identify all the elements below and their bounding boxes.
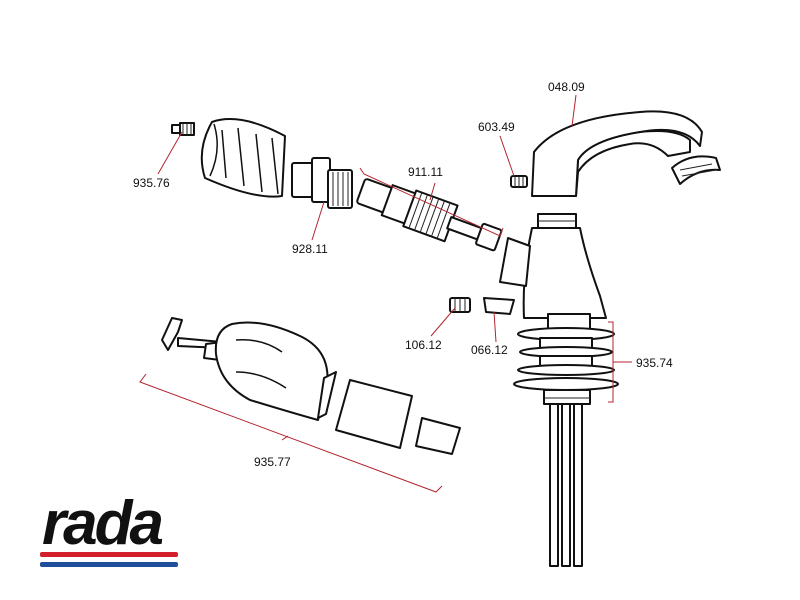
label-935-74: 935.74: [636, 356, 673, 370]
spout: [531, 110, 703, 197]
logo-red-stripe: [40, 552, 178, 557]
headwork-928: [291, 157, 353, 209]
lever-kit: [161, 317, 461, 455]
label-935-77: 935.77: [254, 455, 291, 469]
tap-body: [499, 213, 607, 319]
lever-handle: [200, 118, 286, 198]
logo-blue-stripe: [40, 562, 178, 567]
label-911-11: 911.11: [408, 165, 443, 179]
cartridge-911: [356, 178, 503, 252]
grub-screw: [510, 175, 528, 188]
label-048-09: 048.09: [548, 80, 585, 94]
label-603-49: 603.49: [478, 120, 515, 134]
label-066-12: 066.12: [471, 343, 508, 357]
logo-wordmark: rada: [42, 489, 162, 558]
fixing-kit: [513, 313, 619, 405]
inlet-tails: [549, 403, 583, 567]
washer-066: [483, 297, 515, 315]
handle-screw: [171, 122, 195, 136]
rada-logo: rada: [40, 489, 178, 567]
part-labels: 935.76 928.11 911.11 603.49 048.09 106.1…: [133, 80, 673, 469]
label-935-76: 935.76: [133, 176, 170, 190]
label-928-11: 928.11: [292, 242, 328, 256]
aerator: [671, 155, 721, 185]
leader-lines: [139, 94, 632, 493]
label-106-12: 106.12: [405, 338, 442, 352]
